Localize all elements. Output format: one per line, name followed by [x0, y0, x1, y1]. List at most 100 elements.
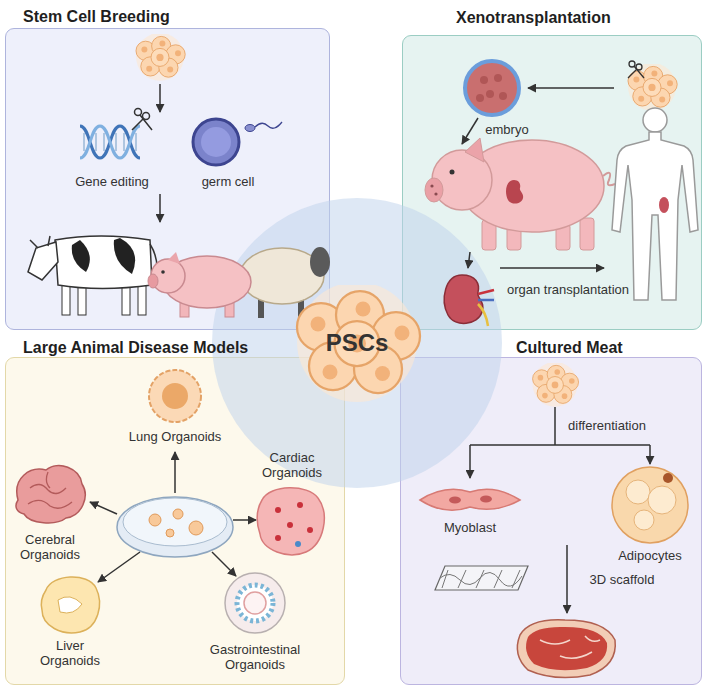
renal-artery [478, 290, 494, 294]
kidney-illustration [444, 275, 494, 326]
dna-strand [80, 126, 140, 158]
caption-label: Myoblast [420, 520, 520, 535]
scissors-icon [132, 109, 152, 131]
flow-arrow [98, 552, 140, 582]
gastrointestinal-organoid [225, 573, 285, 633]
pig-leg [225, 295, 234, 317]
human-illustration [612, 108, 698, 300]
pig-eye [161, 270, 165, 274]
embryo-cell [494, 74, 502, 82]
embryo-illustration [465, 61, 519, 115]
sheep-leg [258, 292, 264, 318]
oocyte-core [201, 127, 231, 157]
stem-cell-cluster [136, 33, 185, 81]
pig-tail [603, 173, 615, 186]
embryo-cell [486, 90, 494, 98]
pig-illustration [148, 252, 251, 317]
cow-illustration [28, 236, 157, 315]
caption-label: Gastrointestinal Organoids [195, 642, 315, 672]
pig-illustration [425, 138, 615, 250]
center-circle: PSCs [211, 197, 503, 489]
embryo-cell [476, 94, 484, 102]
petri-dish [117, 497, 233, 557]
caption-label: embryo [472, 122, 542, 137]
scissors-handle [143, 113, 150, 120]
lipid-droplet [634, 510, 654, 530]
scaffold-mesh [440, 570, 522, 588]
caption-label: differentiation [557, 418, 657, 433]
pig-nostril [430, 184, 433, 187]
flow-arrow [90, 502, 117, 514]
dish-organoid [189, 521, 203, 535]
embryo-shape [465, 61, 519, 115]
branch-line [470, 407, 650, 445]
scissors-blade [628, 66, 644, 78]
human-body [612, 132, 698, 300]
pig-leg [507, 224, 521, 250]
pig-leg [556, 224, 570, 250]
organoid-cell [287, 522, 293, 528]
flow-arrow [462, 118, 478, 144]
organoid-cell [275, 535, 281, 541]
scissors-handle [135, 109, 142, 116]
flow-arrow [469, 445, 471, 478]
cow-leg [122, 280, 130, 315]
pig-ear [465, 138, 484, 162]
meat-marbling [540, 636, 600, 658]
pig-snout [425, 178, 443, 202]
caption-label: germ cell [183, 174, 273, 189]
dna-icon [80, 126, 140, 158]
caption-label: Adipocytes [600, 548, 700, 563]
cow-patch [72, 240, 90, 272]
dna-strand [80, 126, 140, 158]
renal-vein [478, 299, 494, 302]
pig-head [151, 259, 185, 293]
flow-arrow [528, 87, 614, 89]
ureter [478, 304, 488, 326]
flow-arrow [649, 445, 651, 464]
cow-leg [138, 280, 146, 315]
organoid-cell [307, 527, 313, 533]
panel-heading: Large Animal Disease Models [23, 338, 248, 358]
pig-leg [580, 218, 594, 250]
scissors-icon [628, 61, 644, 78]
organoid-cell [295, 541, 301, 547]
myoblast-illustration [420, 489, 520, 510]
flow-arrow [468, 252, 470, 268]
circle-shape [212, 198, 502, 488]
meat-illustration [517, 620, 615, 678]
lipid-droplet [648, 486, 676, 514]
cardiac-organoid [257, 488, 324, 555]
dish-organoid [149, 514, 161, 526]
cow-body [55, 236, 152, 289]
lung-organoid [149, 370, 201, 422]
caption-label: Cerebral Organoids [10, 532, 90, 562]
sheep-head [310, 247, 330, 277]
human-kidney [659, 197, 669, 213]
scaffold-frame [435, 566, 528, 590]
sheep-body [240, 248, 324, 304]
cow-patch [114, 238, 135, 274]
pig-leg [180, 295, 189, 317]
adipocyte-illustration [612, 467, 688, 543]
brain-folds [28, 472, 72, 508]
organoid-shell [257, 488, 324, 555]
myoblast-shape [420, 489, 520, 510]
liver-organoid [41, 577, 99, 633]
embryo-cell [499, 92, 507, 100]
myoblast-nucleus [480, 496, 492, 503]
panel-heading: Xenotransplantation [456, 8, 611, 28]
meat-lean [526, 627, 607, 670]
organoid-cell [297, 502, 303, 508]
pig-kidney [506, 180, 523, 204]
sheep-leg [298, 292, 304, 318]
pig-snout [148, 274, 158, 288]
pig-eye [450, 170, 455, 175]
flow-arrow [212, 552, 236, 576]
cow-leg [62, 280, 70, 315]
flow-arrow [159, 84, 161, 112]
dish-organoid [166, 529, 174, 537]
pig-body [460, 140, 604, 232]
caption-label: Gene editing [57, 174, 167, 189]
dna-rungs [84, 133, 136, 151]
